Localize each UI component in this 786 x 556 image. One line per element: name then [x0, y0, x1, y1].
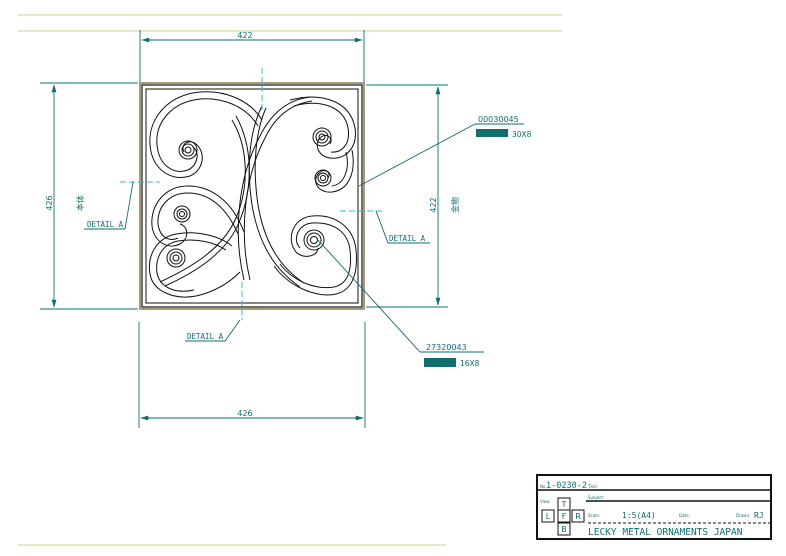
- detail-a-left: DETAIL A: [87, 220, 124, 229]
- leader-lines: [84, 123, 524, 353]
- title-block: No. 1-0230-2 Title: Subject: View T L F …: [536, 474, 772, 540]
- tb-view-bottom: B: [561, 525, 567, 534]
- detail-a-right: DETAIL A: [389, 234, 426, 243]
- tb-view-label: View: [540, 499, 550, 504]
- part-code-1: 00030045: [478, 115, 519, 124]
- part-swatch-1: [476, 129, 508, 137]
- dim-right-height: 422: [429, 197, 438, 212]
- tb-scale: 1:5(A4): [622, 511, 656, 520]
- tb-number: 1-0230-2: [546, 481, 587, 491]
- part-size-1: 30X8: [512, 130, 532, 139]
- tb-subject-label: Subject:: [588, 495, 604, 500]
- panel-frame: [139, 82, 365, 310]
- tb-company: LECKY METAL ORNAMENTS JAPAN: [588, 527, 743, 538]
- tb-number-prefix: No.: [540, 484, 547, 489]
- dimension-lines: [40, 30, 448, 428]
- scroll-ornament: [148, 91, 357, 298]
- dim-bottom-width: 426: [237, 409, 252, 418]
- part-size-2: 16X8: [460, 359, 480, 368]
- center-marks: [120, 68, 385, 320]
- page-rules: [18, 14, 562, 546]
- tb-view-top: T: [561, 500, 567, 509]
- label-left-body: 本体: [75, 195, 85, 211]
- tb-drawn: RJ: [754, 511, 764, 520]
- tb-view-front: F: [562, 512, 567, 521]
- label-right-hardware: 金物: [450, 197, 460, 213]
- part-swatch-2: [424, 358, 456, 367]
- tb-date-label: Date:: [679, 513, 690, 518]
- tb-title-label: Title:: [587, 484, 598, 489]
- tb-scale-label: Scale:: [588, 513, 600, 518]
- tb-view-right: R: [575, 512, 581, 521]
- dim-top-width: 422: [237, 31, 252, 40]
- tb-drawn-label: Drawn:: [736, 513, 750, 518]
- detail-a-bottom: DETAIL A: [187, 332, 224, 341]
- part-code-2: 27320043: [426, 343, 467, 352]
- tb-view-left: L: [546, 512, 551, 521]
- dim-left-height: 426: [45, 195, 54, 210]
